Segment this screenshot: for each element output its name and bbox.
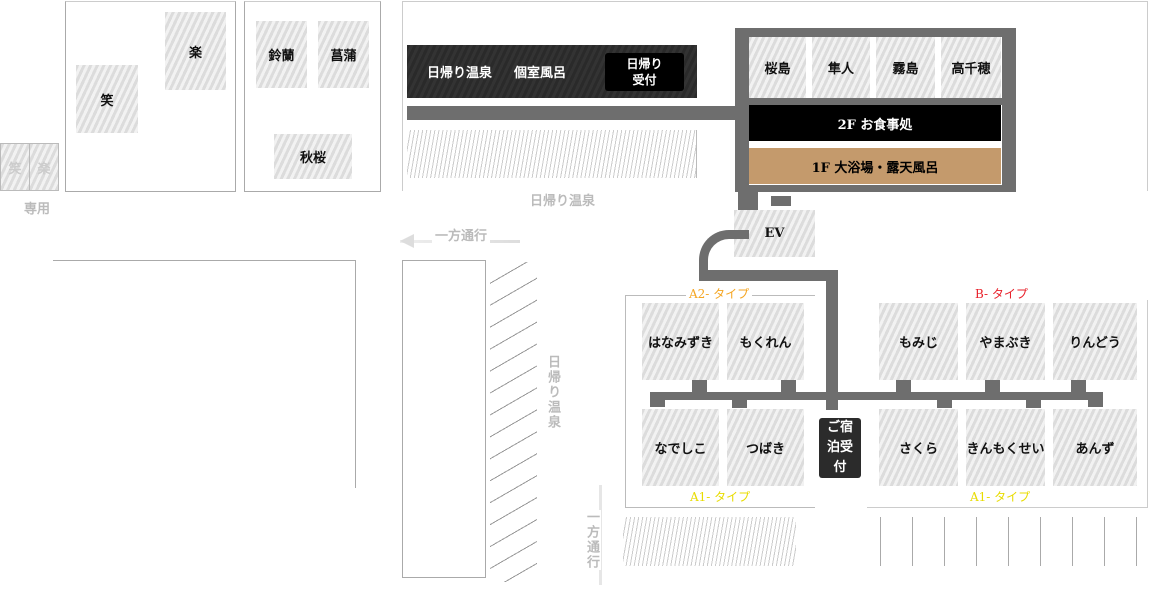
room-momiji[interactable]: もみじ [879,303,958,380]
day-spa-parking-label: 日帰り温泉 [530,194,596,209]
type-a1-label: A1- タイプ [970,490,1031,504]
building-divider [741,98,1011,105]
stub [692,380,707,394]
lodging-reception-button[interactable]: ご宿泊受付 [819,418,861,478]
type-a2-label: A2- タイプ [686,285,753,302]
main-building [735,28,1016,192]
room-mokuren[interactable]: もくれん [727,303,804,380]
corridor [407,106,740,120]
side-label: 日帰り温泉 [545,355,560,430]
room-kinmokusei[interactable]: きんもくせい [966,409,1045,486]
stub [826,398,838,410]
stub [1071,380,1086,394]
private-annex: 笑 楽 [0,143,59,191]
room-sakurajima[interactable]: 桜島 [749,37,806,98]
room-kirishima[interactable]: 霧島 [876,37,935,98]
room-suzuran[interactable]: 鈴蘭 [256,21,307,88]
room-hayato[interactable]: 隼人 [812,37,870,98]
curved-corridor [699,230,749,280]
dining-floor[interactable]: 2F お食事処 [749,105,1001,141]
day-spa-reception-button[interactable]: 日帰り受付 [605,53,684,91]
type-a1-label: A1- タイプ [690,490,751,504]
connector [738,191,758,210]
room-tsubaki[interactable]: つばき [727,409,804,486]
stub [781,380,796,394]
stub [650,392,665,407]
one-way-label: 一方通行 [582,510,601,570]
room-yamabuki[interactable]: やまぶき [966,303,1045,380]
stub [1026,398,1041,408]
corridor [826,270,838,410]
side-lot [402,260,486,578]
room-rindou[interactable]: りんどう [1053,303,1137,380]
road-line [53,260,356,488]
corridor [699,270,838,281]
b-wing-outline [867,300,1148,508]
private-bath-title: 個室風呂 [514,66,567,81]
site-outline [402,1,1148,191]
bath-floor[interactable]: 1F 大浴場・露天風呂 [749,148,1001,184]
stub [985,380,1000,394]
room-sakura[interactable]: さくら [879,409,958,486]
room-nadeshiko[interactable]: なでしこ [642,409,719,486]
connector [771,196,791,206]
day-spa-title: 日帰り温泉 [427,66,493,81]
bottom-parking-hatched [623,517,796,566]
room-shobu[interactable]: 菖蒲 [318,21,369,88]
stub [896,380,911,394]
stub [1088,392,1103,407]
room-takachiho[interactable]: 高千穂 [941,37,1001,98]
lodging-corridor [650,392,1103,400]
room-hanamizuki[interactable]: はなみずき [642,303,719,380]
one-way-label: 一方通行 [432,225,491,244]
cottage-block-a [65,1,236,192]
arrow-head-icon [400,234,414,248]
cottage-block-b [244,1,381,192]
stub [732,398,747,408]
day-spa-parking [407,130,697,178]
room-emi[interactable]: 笑 [76,65,138,133]
diagonal-parking [490,262,537,582]
annex-room: 笑 [1,144,30,190]
stub [937,398,952,408]
type-b-label: B- タイプ [975,287,1028,301]
room-akizakura[interactable]: 秋桜 [274,134,352,179]
room-anzu[interactable]: あんず [1053,409,1137,486]
room-raku[interactable]: 楽 [165,12,226,90]
bottom-parking-lines [880,517,1148,566]
private-label: 専用 [24,202,51,217]
annex-room: 楽 [30,144,58,190]
